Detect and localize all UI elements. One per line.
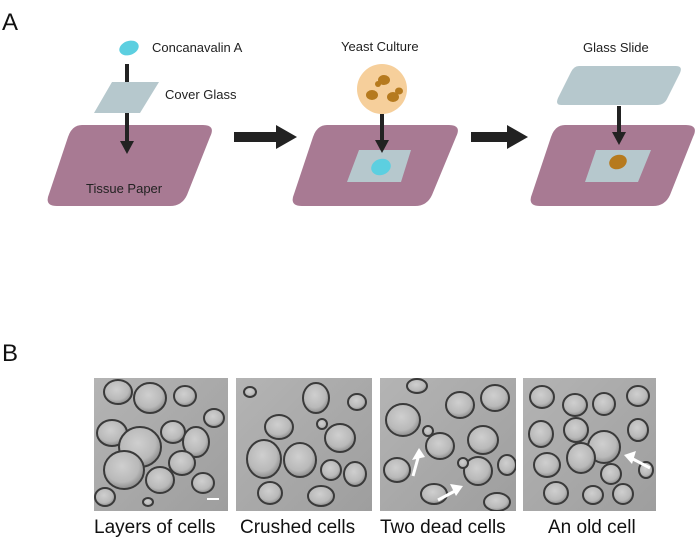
panel-letter-a: A: [2, 9, 18, 36]
glass-slide: [557, 66, 681, 105]
scale-bar: [207, 498, 219, 500]
micrograph-two-dead-cells: [380, 378, 516, 511]
concanavalin-label: Concanavalin A: [152, 40, 243, 55]
step-1: Concanavalin A Cover Glass Tissue Paper: [47, 40, 243, 206]
caption-2: Crushed cells: [240, 517, 355, 538]
micrograph-crushed-cells: [236, 378, 372, 511]
arrowhead-1b: [120, 141, 134, 154]
arrowhead-2: [375, 140, 389, 153]
caption-3: Two dead cells: [380, 517, 506, 538]
cover-glass-label: Cover Glass: [165, 87, 237, 102]
step-2: Yeast Culture: [292, 39, 458, 206]
arrowhead-3: [612, 132, 626, 145]
micrograph-an-old-cell: [523, 378, 656, 511]
caption-4: An old cell: [548, 517, 636, 538]
tissue-paper-label: Tissue Paper: [86, 181, 163, 196]
yeast-culture-label: Yeast Culture: [341, 39, 419, 54]
process-arrow-1: [234, 125, 297, 149]
arrow-dead-cell-1-icon: [411, 448, 425, 477]
micrograph-layers-of-cells: [94, 378, 228, 511]
sample-spot: [609, 154, 627, 170]
concanavalin-spot: [371, 158, 391, 176]
step-3: Glass Slide: [530, 40, 695, 206]
panel-letter-b: B: [2, 340, 18, 367]
caption-1: Layers of cells: [94, 517, 215, 538]
arrow-dead-cell-2-icon: [437, 484, 463, 502]
cover-glass-1: [94, 82, 159, 113]
concanavalin-drop-icon: [119, 40, 139, 56]
tissue-paper-1: [47, 125, 212, 206]
arrow-old-cell-icon: [624, 451, 651, 470]
process-arrow-2: [471, 125, 528, 149]
glass-slide-label: Glass Slide: [583, 40, 649, 55]
yeast-cells-icon: [366, 75, 403, 102]
